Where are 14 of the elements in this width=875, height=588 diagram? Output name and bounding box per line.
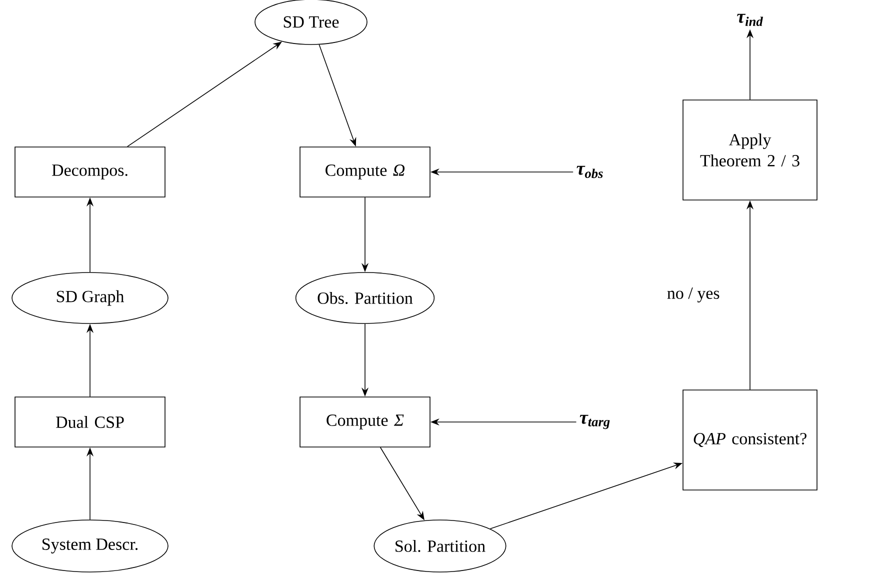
ellipse-node: SD Graph (12, 272, 168, 324)
process-box: Decompos. (14, 146, 166, 198)
process-box: Dual CSP (14, 396, 166, 448)
process-box: QAP consistent? (682, 390, 818, 490)
input-label: τ$_{obs}$ (576, 166, 603, 178)
ellipse-node: Sol. Partition (374, 520, 506, 572)
edge-label: no / yes (664, 286, 722, 304)
ellipse-node: Obs. Partition (295, 272, 435, 324)
input-label: τ$_{targ}$ (580, 414, 610, 430)
ellipse-node: System Descr. (12, 520, 168, 572)
process-box: Compute Ω (300, 146, 430, 198)
process-box: Apply Theorem 2 / 3 (682, 100, 818, 200)
process-box: Compute Σ (300, 396, 430, 448)
input-label: τ$_{ind}$ (737, 14, 763, 26)
